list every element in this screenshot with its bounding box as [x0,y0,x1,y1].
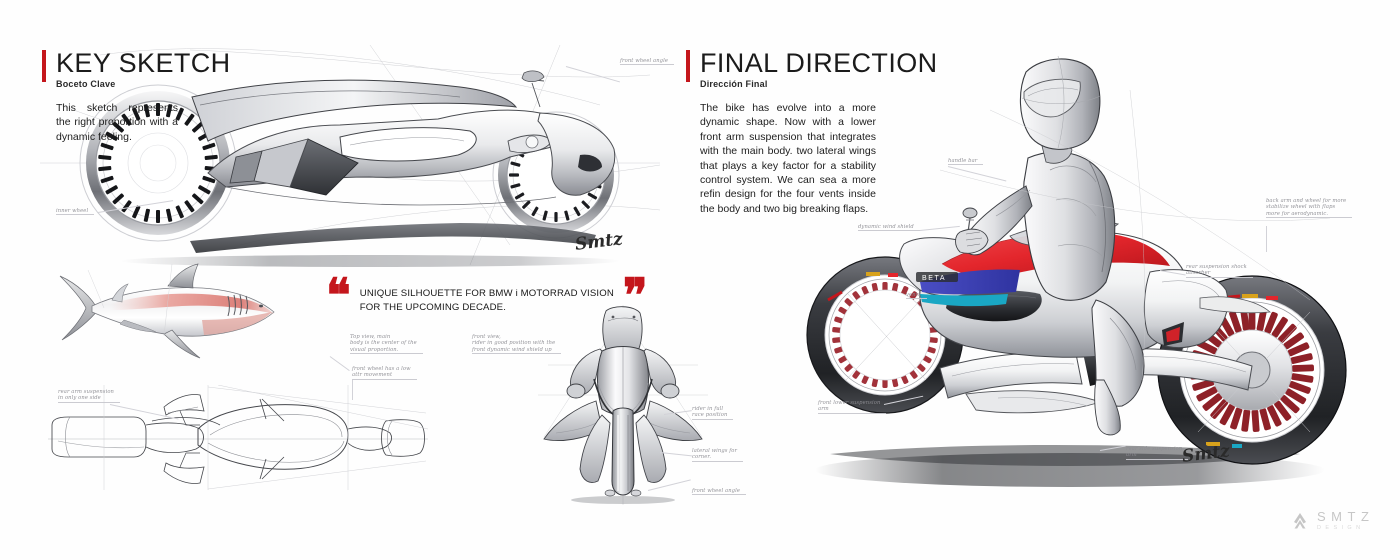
annotation-top-view-body: Top view, main body is the center of the… [350,334,423,355]
final-direction-title: FINAL DIRECTION [700,48,938,78]
key-sketch-header: KEY SKETCH Boceto Clave [42,48,231,90]
beta-badge-label: BETA [922,275,946,282]
leader-line-5 [352,380,353,400]
chevron-mark-icon [1294,512,1306,529]
annotation-front-view: front view, rider in good position with … [472,334,562,355]
annotation-handle-bar: handle bar [948,158,984,166]
annotation-front-lower-susp: front lower suspension arm [818,400,887,414]
smtz-logo: SMTZ DESIGN [1290,510,1374,532]
final-direction-subtitle: Dirección Final [700,79,768,89]
leader-line-11 [1266,226,1267,252]
key-sketch-title: KEY SKETCH [56,48,231,78]
annotation-lateral-wings: lateral wings for corner. [692,448,744,462]
annotation-front-view-rider: rider in full race position [692,406,735,420]
quote-open-icon: ❝ [326,270,351,321]
shark-inspiration-sketch [52,262,282,362]
annotation-key-inner-wheel: inner wheel [56,208,95,216]
annotation-front-wheel-low: front wheel has a low attr movement [352,366,417,380]
beta-badge: BETA [916,272,958,282]
logo-name: SMTZ [1317,509,1375,524]
final-direction-body: The bike has evolve into a more dynamic … [700,102,876,215]
annotation-vents: vents [906,292,927,300]
annotation-rear-shock: rear suspension shock absorber [1186,264,1253,278]
top-view-sketch [48,385,428,490]
pull-quote: ❝ UNIQUE SILHOUETTE FOR BMW i MOTORRAD V… [326,270,648,321]
key-sketch-accent-bar [42,50,46,82]
final-direction-accent-bar [686,50,690,82]
key-sketch-body: This sketch represents the right proport… [56,102,178,143]
logo-tagline: DESIGN [1317,525,1365,531]
annotation-rear-side-susp: rear side suspension arm [1126,446,1189,460]
rider-figure [955,55,1145,436]
quote-text: UNIQUE SILHOUETTE FOR BMW i MOTORRAD VIS… [359,288,614,313]
quote-close-icon: ❞ [622,270,648,321]
annotation-front-wheel-angle: front wheel angle [692,488,747,496]
annotation-key-front-wheel: front wheel angle [620,58,675,66]
key-sketch-illustration [40,45,660,275]
annotation-top-view-rear-arm: rear arm suspension in only one side [58,389,120,403]
annotation-rear-wheel: back arm and wheel for more stabilize wh… [1266,198,1353,219]
front-view-sketch [538,305,708,505]
key-sketch-subtitle: Boceto Clave [56,79,116,89]
final-direction-render: BETA [770,50,1370,520]
leader-line-4 [329,356,350,372]
annotation-wind-shield: dynamic wind shield [858,224,920,232]
final-direction-header: FINAL DIRECTION Dirección Final [686,48,938,90]
